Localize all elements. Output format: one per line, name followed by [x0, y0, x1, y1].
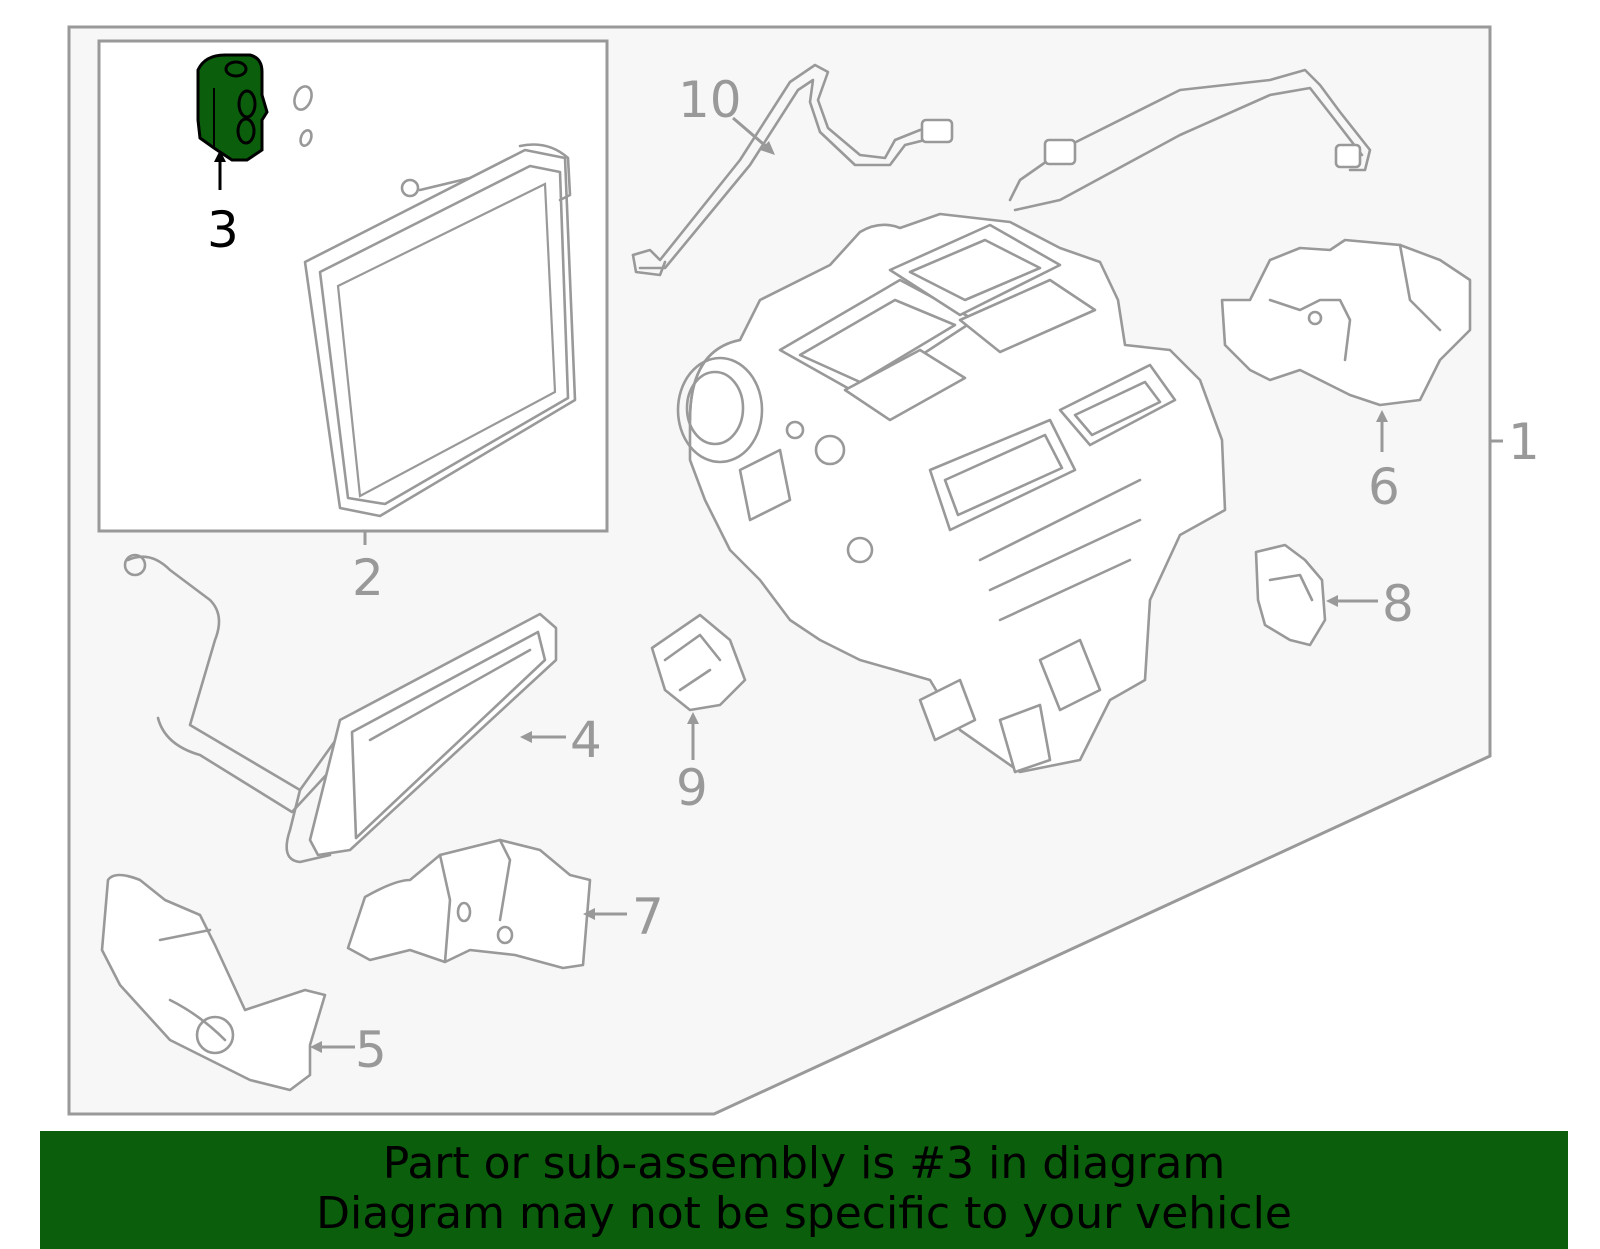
hvac-case-assembly: [676, 68, 1372, 774]
wiring-harness-part: [631, 63, 954, 277]
duct-part-7: [346, 838, 592, 970]
callout-3[interactable]: 3: [207, 201, 239, 259]
callout-2: 2: [352, 549, 384, 607]
actuator-part-8: [1254, 543, 1327, 647]
callout-9: 9: [676, 759, 708, 817]
callout-5: 5: [355, 1021, 387, 1079]
callout-1: 1: [1508, 413, 1540, 471]
banner-line-disclaimer: Diagram may not be specific to your vehi…: [316, 1188, 1292, 1239]
banner-line-part: Part or sub-assembly is #3 in diagram: [382, 1138, 1226, 1189]
callout-labels: 1 2 3 4 5 6 7 8 9 10: [207, 71, 1540, 1079]
callout-4: 4: [570, 711, 602, 769]
callout-7: 7: [632, 888, 664, 946]
callout-6: 6: [1368, 458, 1400, 516]
callout-8: 8: [1382, 575, 1414, 633]
expansion-valve-part[interactable]: [196, 53, 269, 162]
notice-banner: Part or sub-assembly is #3 in diagram Di…: [40, 1131, 1568, 1249]
duct-part-5: [100, 873, 327, 1092]
heater-core-part: [123, 553, 558, 864]
evaporator-core-part: [303, 143, 577, 518]
actuator-part-9: [650, 613, 747, 712]
duct-part-6: [1220, 238, 1472, 407]
callout-10: 10: [678, 71, 742, 129]
leader-lines: [214, 116, 1503, 1053]
o-ring-parts: [293, 85, 313, 148]
